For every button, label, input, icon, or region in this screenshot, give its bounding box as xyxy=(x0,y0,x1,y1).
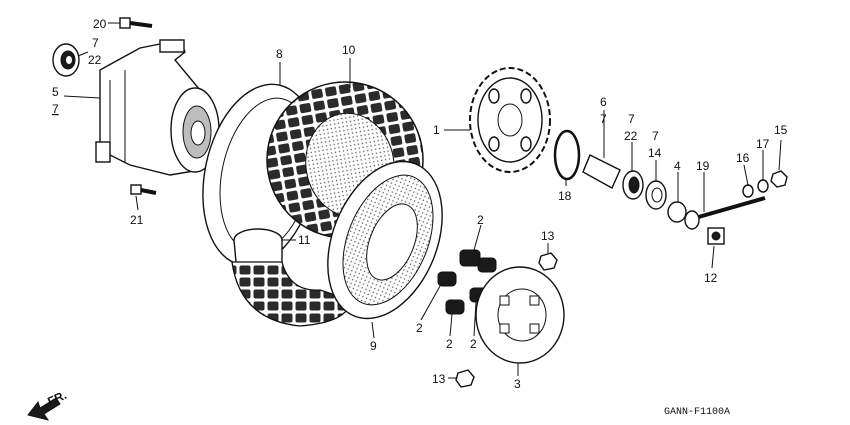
callout-13-lower: 13 xyxy=(432,372,446,386)
sprocket-part-1 xyxy=(469,67,551,173)
callout-19: 19 xyxy=(696,159,710,173)
callout-2-top: 2 xyxy=(477,213,484,227)
tyre-front-section xyxy=(231,261,351,327)
callout-21: 21 xyxy=(130,213,144,227)
callout-1: 1 xyxy=(433,123,440,137)
callout-3: 3 xyxy=(514,377,521,391)
callout-18: 18 xyxy=(558,189,572,203)
callout-7-c: 7 xyxy=(628,112,635,126)
flange-part-3 xyxy=(475,266,565,364)
callout-11: 11 xyxy=(298,233,311,247)
callout-14: 14 xyxy=(648,146,662,160)
callout-4: 4 xyxy=(674,159,681,173)
callout-5: 5 xyxy=(52,85,59,99)
callout-7-b: 7 xyxy=(600,112,607,126)
nut-part-15 xyxy=(770,170,788,188)
axle-part-19 xyxy=(684,196,766,230)
bolt-part-20 xyxy=(119,17,153,29)
rim-half-part-9 xyxy=(327,160,443,320)
callout-20: 20 xyxy=(93,17,107,31)
hub-part-5 xyxy=(95,39,220,176)
bolt-part-21 xyxy=(130,184,157,195)
washer-part-16 xyxy=(742,184,754,198)
callout-10: 10 xyxy=(342,43,356,57)
callout-8: 8 xyxy=(276,47,283,61)
callout-22-b: 22 xyxy=(624,129,638,143)
circlip-part-18 xyxy=(553,129,581,181)
callout-2-right: 2 xyxy=(470,337,477,351)
callout-2-left: 2 xyxy=(416,321,423,335)
nut-part-13-upper xyxy=(538,252,558,271)
callout-12: 12 xyxy=(704,271,718,285)
callout-16: 16 xyxy=(736,151,750,165)
collar-part-6 xyxy=(582,154,621,189)
callout-6: 6 xyxy=(600,95,607,109)
diagram-code: GANN-F1100A xyxy=(664,407,730,418)
nut-part-13-lower xyxy=(455,369,475,388)
callout-7-d: 7 xyxy=(652,129,659,143)
front-marker-label: FR. xyxy=(45,388,68,409)
leader-lines xyxy=(63,22,782,379)
callout-2-mid: 2 xyxy=(446,337,453,351)
callout-15: 15 xyxy=(774,123,788,137)
callout-22: 22 xyxy=(88,53,102,67)
washer-part-17 xyxy=(757,179,769,193)
callout-9: 9 xyxy=(370,339,377,353)
collar-part-4 xyxy=(667,201,687,223)
front-direction-arrow-icon xyxy=(27,397,61,421)
bearing-part-7-22 xyxy=(52,43,80,77)
callout-13-upper: 13 xyxy=(541,229,555,243)
callout-17: 17 xyxy=(756,137,770,151)
seal-part-14 xyxy=(645,180,667,210)
adjuster-part-12 xyxy=(707,227,725,245)
bearing-part-7-22-right xyxy=(622,170,644,200)
callout-7: 7 xyxy=(92,36,99,50)
callout-7-underlined: 7 xyxy=(52,102,59,116)
